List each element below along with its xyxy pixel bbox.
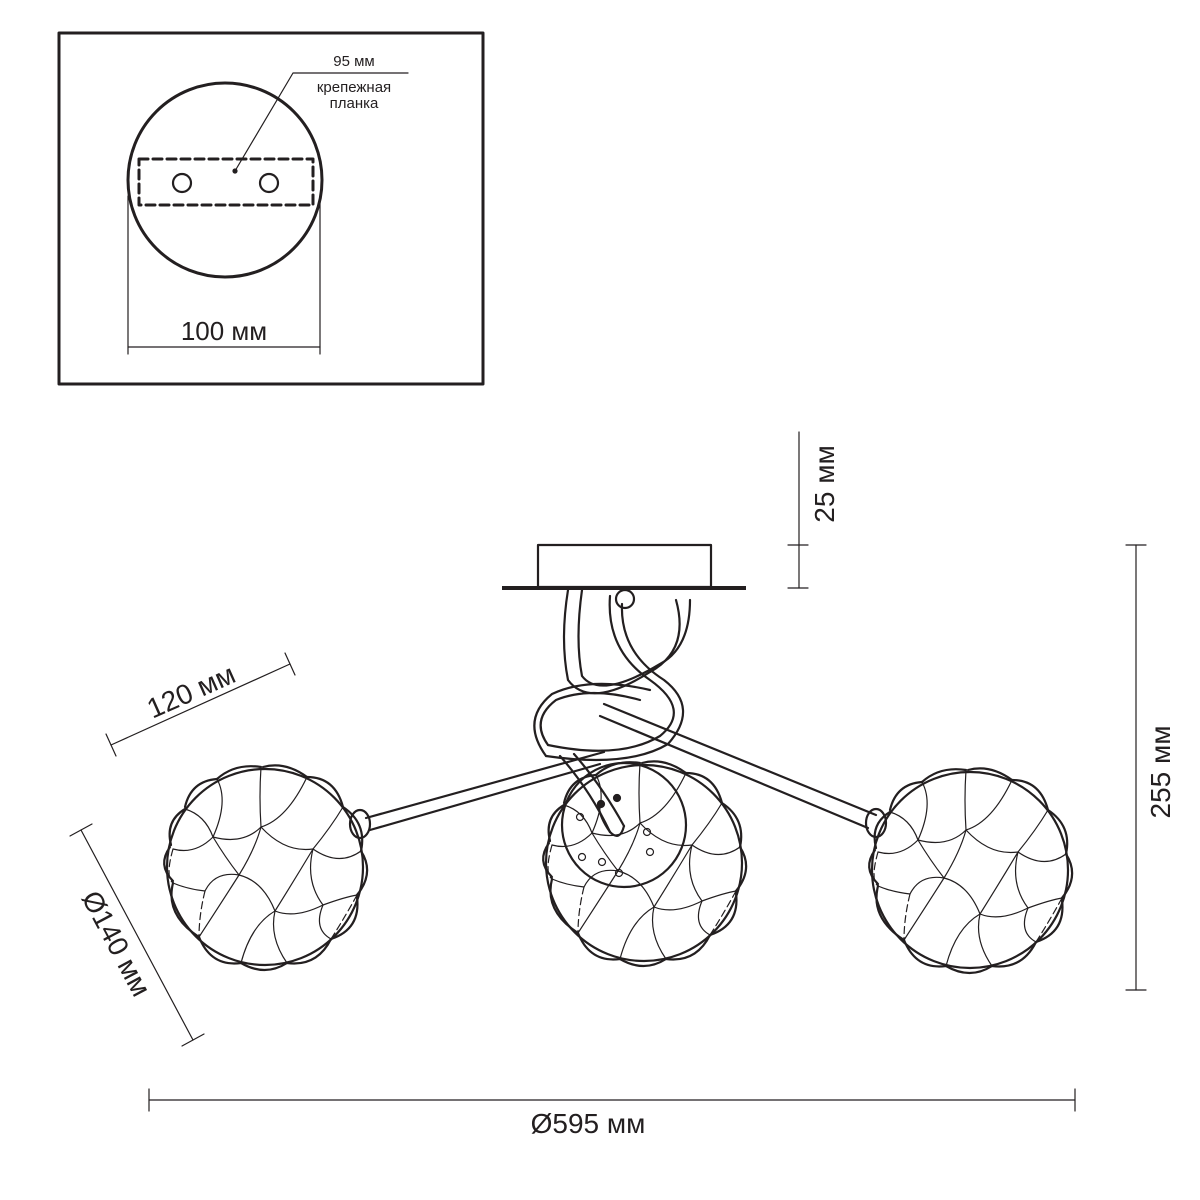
plate-diameter-label: 100 мм [181,316,267,346]
glass-shade-center [542,760,748,968]
bracket-label-line1: крепежная [317,79,391,96]
arm-length-tick-right [284,652,296,676]
arm-length-tick-left [105,733,117,757]
shade-diameter-tick-bottom [181,1033,205,1047]
arm-length-label: 120 мм [142,658,240,724]
ceiling-plate-outline [126,81,324,279]
mount-plate-detail: 95 мм крепежная планка 100 мм [57,31,485,386]
canopy-nut [614,588,636,610]
bracket-leader-line [234,72,409,172]
glass-shade-left [163,764,372,972]
arm-left [364,750,606,832]
arm-right [598,702,878,830]
mounting-bracket [137,157,315,207]
shade-diameter-label: Ø140 мм [76,886,157,1002]
glass-shade-right [864,767,1074,975]
bracket-label-line2: планка [330,95,379,112]
bracket-dimension-label: 95 мм [333,53,374,70]
canopy [536,543,713,589]
shade-diameter-tick-top [69,823,93,837]
total-diameter-label: Ø595 мм [531,1108,646,1139]
screw-hole-left [171,172,193,194]
chandelier-front-view: 25 мм 255 мм 120 мм Ø140 мм Ø595 мм [69,431,1176,1139]
canopy-height-label: 25 мм [809,445,840,522]
total-height-label: 255 мм [1145,726,1176,819]
twisted-stem [533,588,692,762]
arm-length-dim-line [110,663,291,746]
shade-diameter-dim-line [80,829,194,1041]
detail-frame [57,31,485,386]
screw-hole-right [258,172,280,194]
